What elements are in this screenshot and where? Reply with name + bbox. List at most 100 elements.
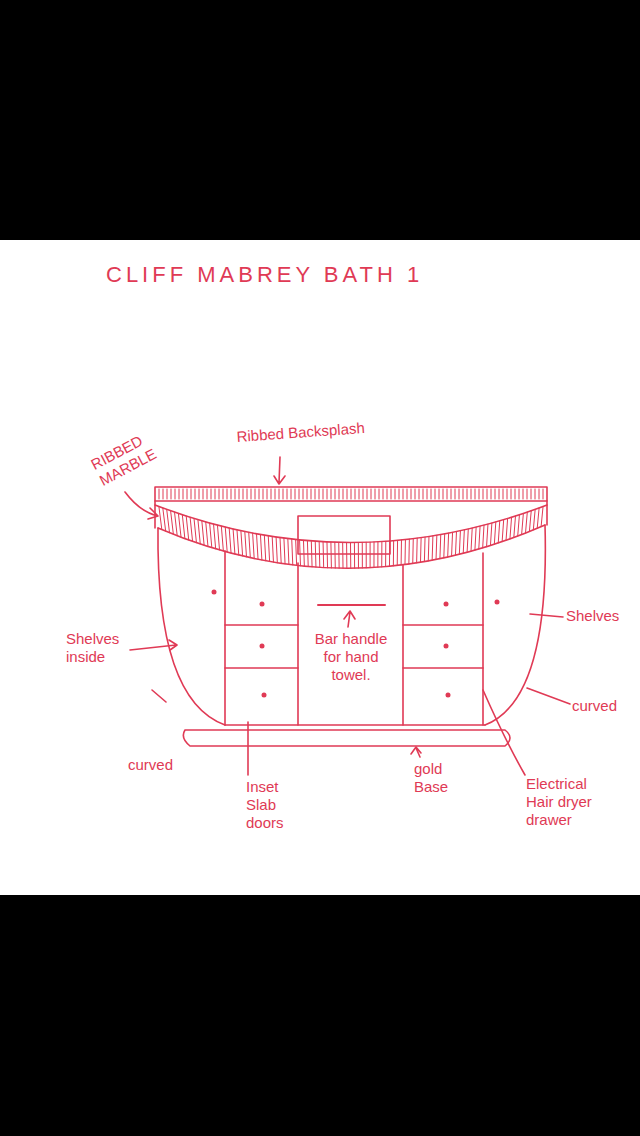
leader-backsplash bbox=[274, 457, 285, 484]
rib-line bbox=[498, 521, 500, 543]
rib-line bbox=[251, 489, 252, 499]
cabinet-dividers bbox=[225, 551, 483, 725]
rib-line bbox=[287, 489, 288, 499]
rib-line bbox=[459, 531, 460, 555]
annotation-label: Shelves bbox=[566, 607, 626, 625]
rib-line bbox=[167, 509, 170, 532]
rib-line bbox=[215, 489, 216, 499]
rib-line bbox=[171, 511, 174, 535]
rib-line bbox=[467, 529, 468, 552]
rib-line bbox=[506, 519, 508, 541]
leader-curved-left bbox=[152, 690, 166, 702]
rib-line bbox=[195, 489, 196, 499]
rib-line bbox=[284, 538, 285, 564]
rib-line bbox=[379, 489, 380, 499]
rib-line bbox=[423, 489, 424, 499]
rib-line bbox=[225, 527, 227, 552]
annotation-label: curved bbox=[572, 697, 632, 715]
rib-line bbox=[307, 489, 308, 499]
rib-line bbox=[471, 489, 472, 499]
rib-line bbox=[375, 489, 376, 499]
rib-line bbox=[424, 537, 426, 562]
rib-line bbox=[428, 537, 430, 561]
rib-line bbox=[257, 534, 259, 559]
rib-line bbox=[514, 516, 516, 537]
rib-line bbox=[223, 489, 224, 499]
rib-line bbox=[471, 528, 472, 551]
rib-line bbox=[179, 489, 180, 499]
rib-line bbox=[303, 489, 304, 499]
rib-line bbox=[237, 530, 239, 555]
rib-line bbox=[537, 508, 539, 528]
rib-line bbox=[342, 542, 343, 568]
rib-line bbox=[198, 520, 200, 544]
rib-line bbox=[529, 511, 531, 532]
rib-line bbox=[167, 489, 168, 499]
rib-line bbox=[163, 489, 164, 499]
rib-line bbox=[350, 543, 351, 569]
rib-line bbox=[435, 489, 436, 499]
cabinet-bottom bbox=[225, 724, 485, 726]
sheet-title: CLIFF MABREY BATH 1 bbox=[106, 262, 423, 288]
rib-line bbox=[211, 489, 212, 499]
rib-line bbox=[487, 489, 488, 499]
rib-line bbox=[511, 489, 512, 499]
rib-line bbox=[295, 540, 297, 566]
rib-line bbox=[235, 489, 236, 499]
rib-line bbox=[439, 535, 441, 559]
rib-line bbox=[280, 538, 281, 564]
annotation-label: gold Base bbox=[414, 760, 474, 796]
rib-line bbox=[391, 489, 392, 499]
rib-line bbox=[183, 489, 184, 499]
annotation-label: Electrical Hair dryer drawer bbox=[526, 775, 606, 829]
rib-line bbox=[233, 529, 235, 554]
rib-line bbox=[334, 542, 335, 568]
rib-line bbox=[239, 489, 240, 499]
rib-line bbox=[358, 542, 359, 568]
backsplash bbox=[155, 487, 547, 501]
rib-line bbox=[393, 541, 394, 566]
rib-line bbox=[507, 489, 508, 499]
rib-line bbox=[202, 521, 204, 545]
rib-line bbox=[463, 489, 464, 499]
rib-line bbox=[447, 533, 449, 557]
rib-line bbox=[535, 489, 536, 499]
rib-line bbox=[163, 508, 166, 531]
rib-line bbox=[255, 489, 256, 499]
sink-rectangle bbox=[298, 516, 390, 554]
rib-line bbox=[299, 489, 300, 499]
rib-line bbox=[411, 489, 412, 499]
rib-line bbox=[451, 489, 452, 499]
rib-line bbox=[416, 538, 418, 563]
rib-line bbox=[347, 489, 348, 499]
rib-line bbox=[210, 523, 212, 548]
rib-line bbox=[339, 489, 340, 499]
rib-line bbox=[259, 489, 260, 499]
rib-line bbox=[523, 489, 524, 499]
rib-line bbox=[217, 525, 219, 550]
rib-line bbox=[483, 525, 484, 548]
rib-line bbox=[533, 509, 535, 530]
rib-line bbox=[362, 542, 363, 568]
rib-line bbox=[370, 542, 371, 568]
rib-line bbox=[191, 489, 192, 499]
rib-line bbox=[175, 489, 176, 499]
rib-line bbox=[338, 542, 339, 568]
curved-side-left bbox=[158, 528, 225, 725]
rib-line bbox=[190, 517, 192, 541]
rib-line bbox=[253, 533, 255, 558]
rib-line bbox=[502, 520, 504, 542]
rib-line bbox=[214, 524, 216, 549]
rib-line bbox=[443, 534, 445, 558]
leader-bar bbox=[344, 611, 355, 627]
rib-line bbox=[219, 489, 220, 499]
annotation-label: Shelves inside bbox=[66, 630, 128, 666]
rib-line bbox=[401, 540, 402, 565]
rib-line bbox=[503, 489, 504, 499]
rib-line bbox=[447, 489, 448, 499]
rib-line bbox=[199, 489, 200, 499]
towel-bar bbox=[318, 604, 385, 606]
rib-line bbox=[221, 526, 223, 551]
leader-electrical bbox=[483, 690, 525, 775]
rib-line bbox=[268, 536, 269, 562]
